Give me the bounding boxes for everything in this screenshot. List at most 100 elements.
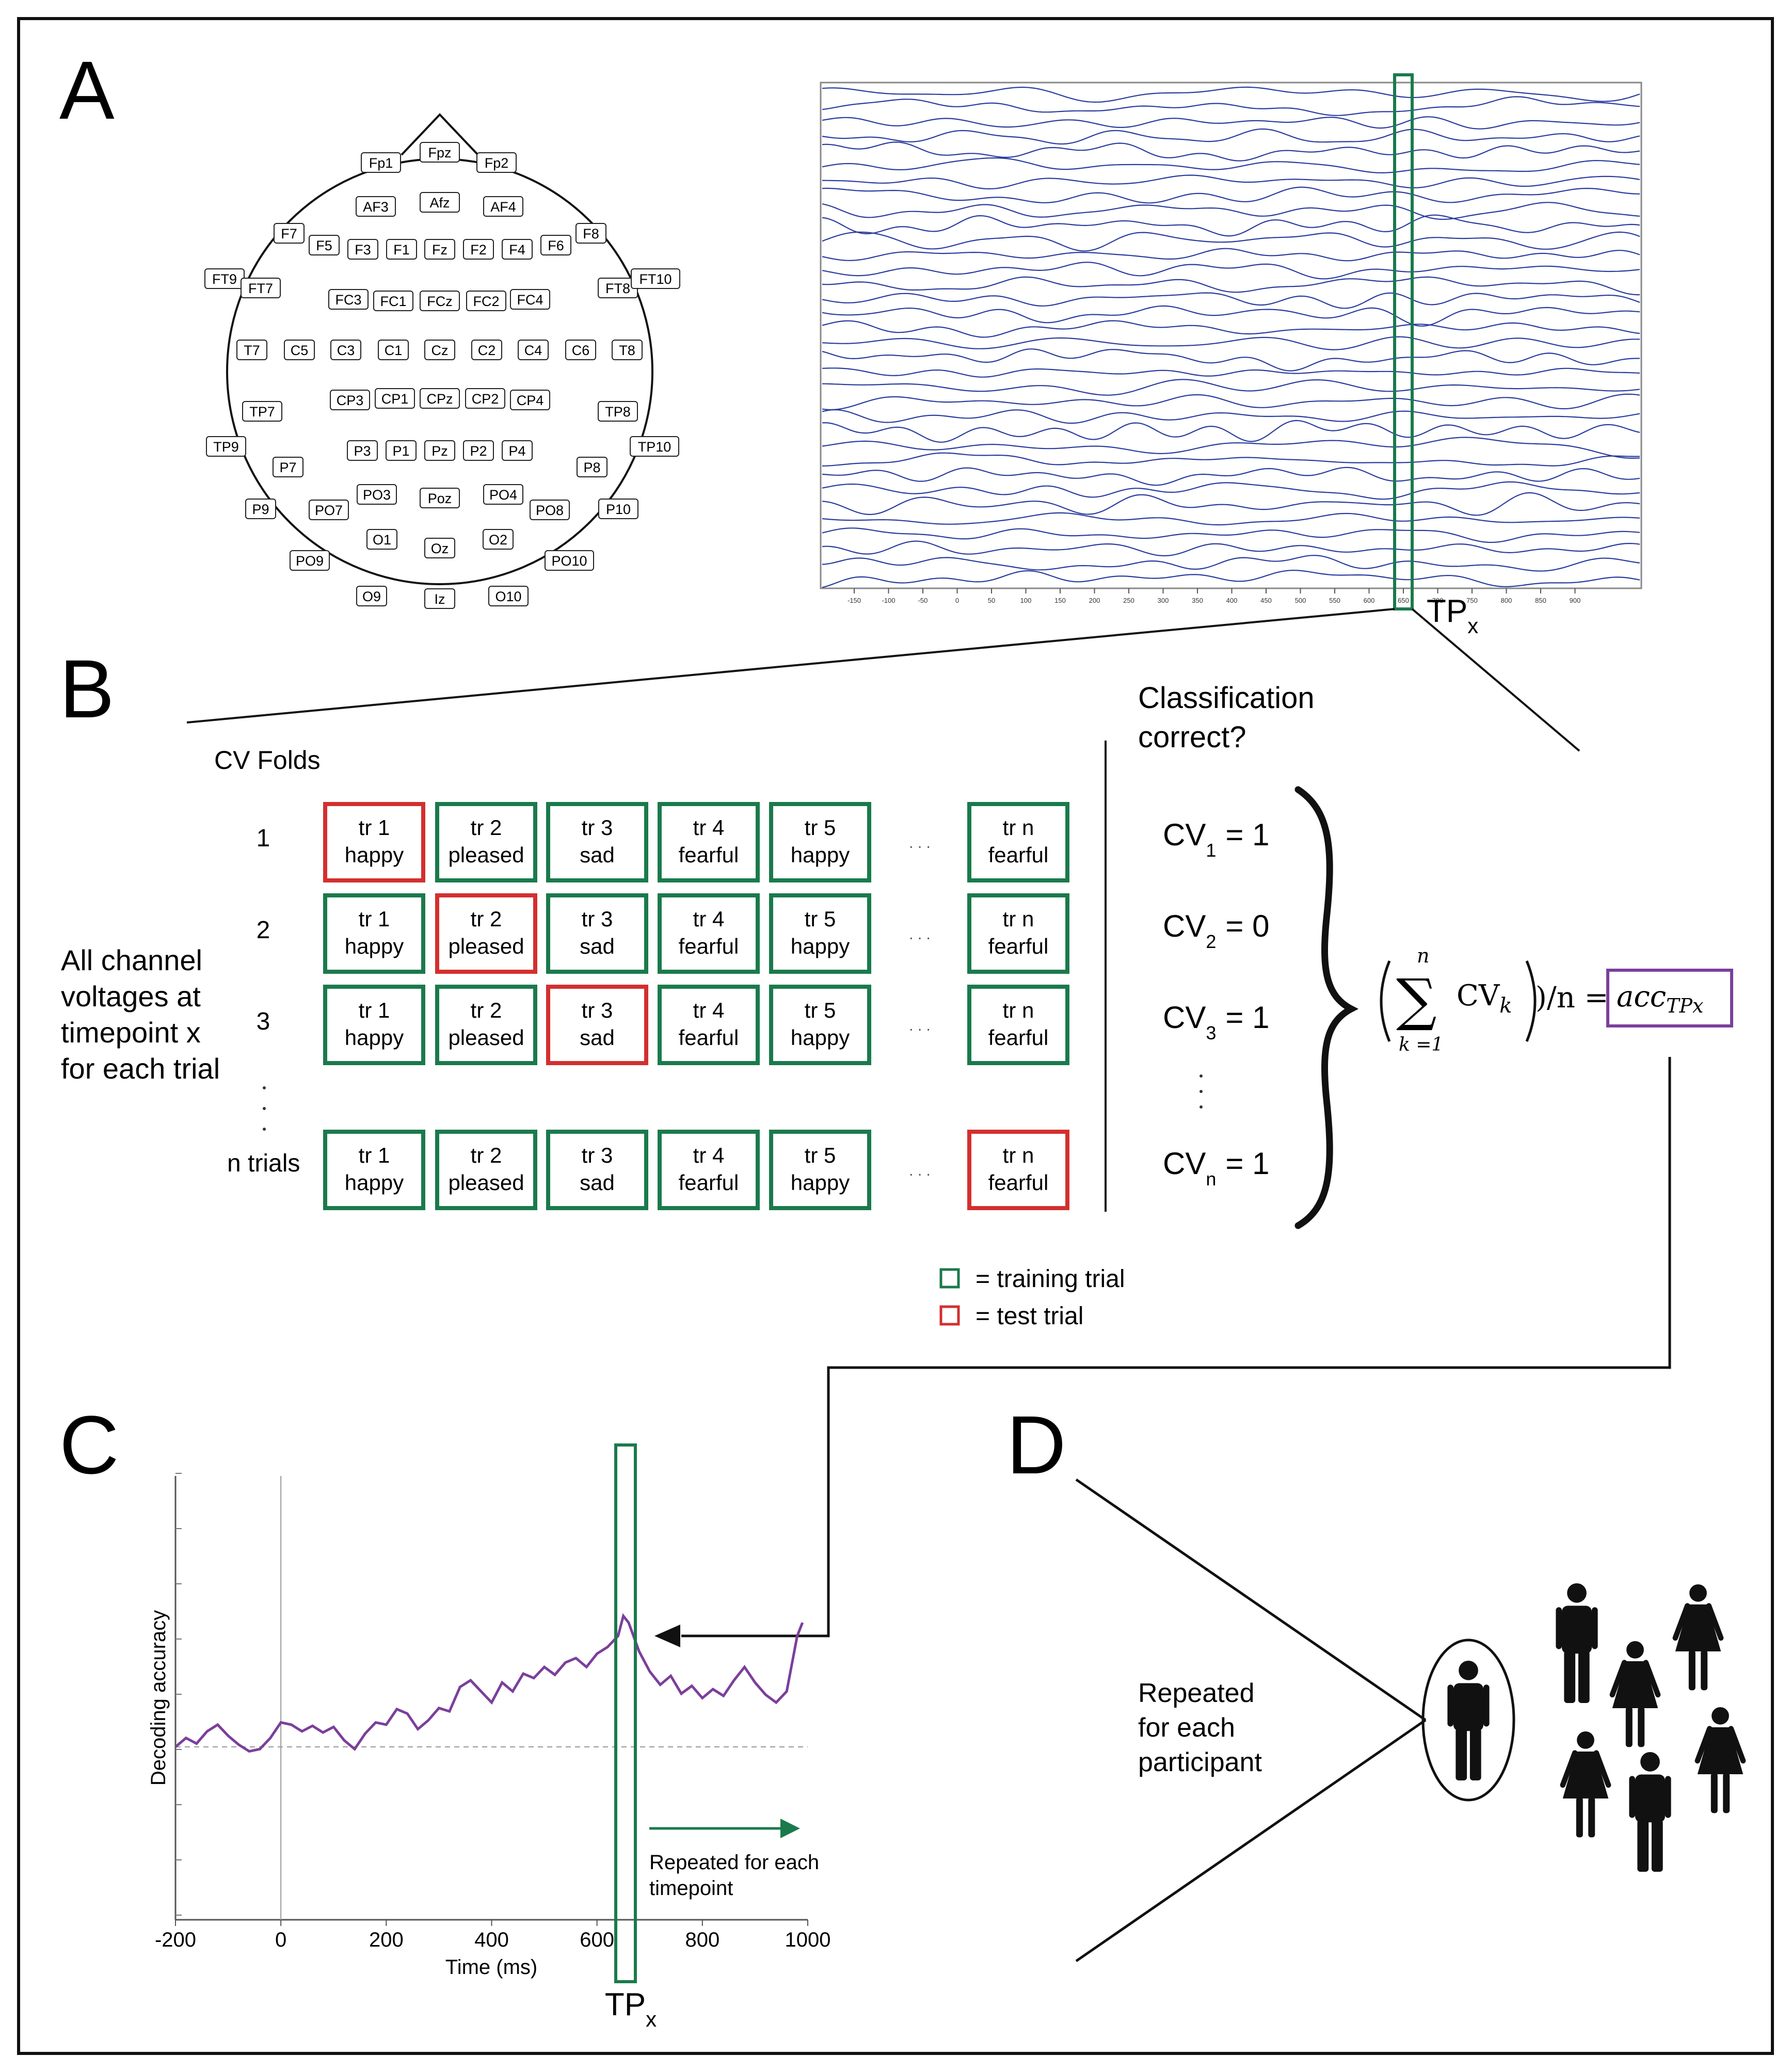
electrode-label: Fp1 (369, 155, 393, 171)
electrode-p8: P8 (577, 457, 607, 477)
trial-emotion: sad (580, 1025, 615, 1050)
chart-x-label: Time (ms) (445, 1956, 537, 1979)
trial-title: tr 1 (359, 907, 390, 931)
zoom-line-left (186, 608, 1395, 724)
electrode-label: P9 (252, 502, 269, 517)
electrode-o9: O9 (356, 586, 387, 606)
electrode-fpz: Fpz (420, 142, 460, 163)
cv-result: CVn= 1 (1163, 1146, 1269, 1190)
male-person-icon (1447, 1661, 1490, 1780)
trial-title: tr 1 (359, 815, 390, 840)
electrode-label: P3 (354, 443, 371, 459)
eeg-channel-trace (822, 305, 1640, 327)
side-description: All channel voltages at timepoint x for … (61, 944, 220, 1085)
trial-emotion: sad (580, 934, 615, 958)
trial-emotion: sad (580, 843, 615, 867)
electrode-po9: PO9 (290, 550, 330, 571)
trial-title: tr 4 (693, 815, 725, 840)
electrode-label: CP1 (381, 391, 409, 407)
electrode-c6: C6 (565, 340, 596, 360)
trial-title: tr 5 (805, 815, 836, 840)
electrode-oz: Oz (424, 538, 455, 558)
trial-title: tr 5 (805, 998, 836, 1022)
electrode-label: C6 (572, 343, 590, 358)
eeg-timepoint-label: TPx (1427, 593, 1478, 638)
eeg-channel-trace (822, 393, 1640, 411)
chart-x-tick-label: 400 (474, 1929, 509, 1951)
trial-emotion: pleased (448, 843, 524, 867)
eeg-channel-trace (822, 512, 1640, 526)
electrode-label: AF4 (490, 199, 516, 215)
panel-b-label: B (59, 643, 115, 735)
trial-title: tr 2 (471, 1143, 502, 1167)
electrode-o10: O10 (488, 586, 529, 606)
electrode-label: C5 (291, 343, 309, 358)
eeg-channel-trace (822, 367, 1640, 378)
electrode-f4: F4 (502, 239, 533, 260)
formula-divide: )/n = (1536, 981, 1609, 1015)
trial-emotion: happy (791, 1170, 850, 1195)
electrode-label: FT7 (248, 281, 273, 296)
electrode-po3: PO3 (357, 484, 397, 505)
side-text-line: All channel (61, 944, 202, 976)
eeg-channel-trace (822, 96, 1640, 116)
electrode-label: C3 (337, 343, 355, 358)
panel-c-label: C (59, 1399, 119, 1491)
electrode-label: Fp2 (485, 155, 509, 171)
formula-term: CVk (1457, 979, 1512, 1018)
electrode-p7: P7 (273, 457, 303, 477)
electrode-po7: PO7 (309, 500, 349, 520)
electrode-f1: F1 (386, 239, 417, 260)
electrode-o2: O2 (483, 529, 514, 550)
connector-arrow-head (654, 1625, 680, 1647)
classification-title: Classification correct? (1138, 681, 1315, 754)
electrode-label: FT8 (605, 281, 630, 296)
cv-results-ellipsis (1200, 1074, 1203, 1109)
electrode-label: P4 (508, 443, 525, 459)
sum-lower-limit: k =1 (1399, 1034, 1443, 1055)
electrode-f5: F5 (309, 235, 340, 255)
trial-legend: = training trial = test trial (939, 1265, 1125, 1330)
electrode-label: O2 (489, 532, 507, 548)
electrode-c3: C3 (330, 340, 361, 360)
electrode-label: F5 (316, 238, 332, 253)
classification-title-line: Classification (1138, 681, 1315, 715)
eeg-tick-label: 800 (1501, 597, 1512, 604)
eeg-channel-trace (822, 452, 1640, 467)
electrode-label: P10 (606, 502, 631, 517)
single-participant-circle (1421, 1639, 1515, 1802)
electrode-label: Iz (434, 591, 445, 607)
female-person-icon (1609, 1641, 1661, 1747)
electrode-c5: C5 (284, 340, 315, 360)
electrode-label: C2 (478, 343, 496, 358)
eeg-channel-trace (822, 409, 1640, 424)
electrode-label: TP10 (638, 439, 671, 455)
repeat-annotation-line: timepoint (649, 1877, 733, 1900)
electrode-p9: P9 (245, 499, 276, 519)
trial-emotion: happy (345, 934, 404, 958)
electrode-label: FC1 (380, 294, 406, 309)
electrode-label: Pz (431, 443, 448, 459)
trial-title: tr 2 (471, 998, 502, 1022)
electrode-c1: C1 (378, 340, 409, 360)
electrode-label: F6 (548, 238, 564, 253)
eeg-tick-label: 0 (955, 597, 959, 604)
trial-title: tr n (1003, 1143, 1034, 1167)
electrode-f3: F3 (347, 239, 378, 260)
eeg-tick-label: 100 (1020, 597, 1032, 604)
electrode-label: P8 (583, 460, 600, 475)
electrode-label: F2 (470, 242, 487, 258)
eeg-tick-label: 350 (1192, 597, 1203, 604)
eeg-channel-trace (822, 492, 1640, 516)
chart-x-tick-label: 1000 (785, 1929, 831, 1951)
chart-y-label: Decoding accuracy (147, 1610, 170, 1786)
